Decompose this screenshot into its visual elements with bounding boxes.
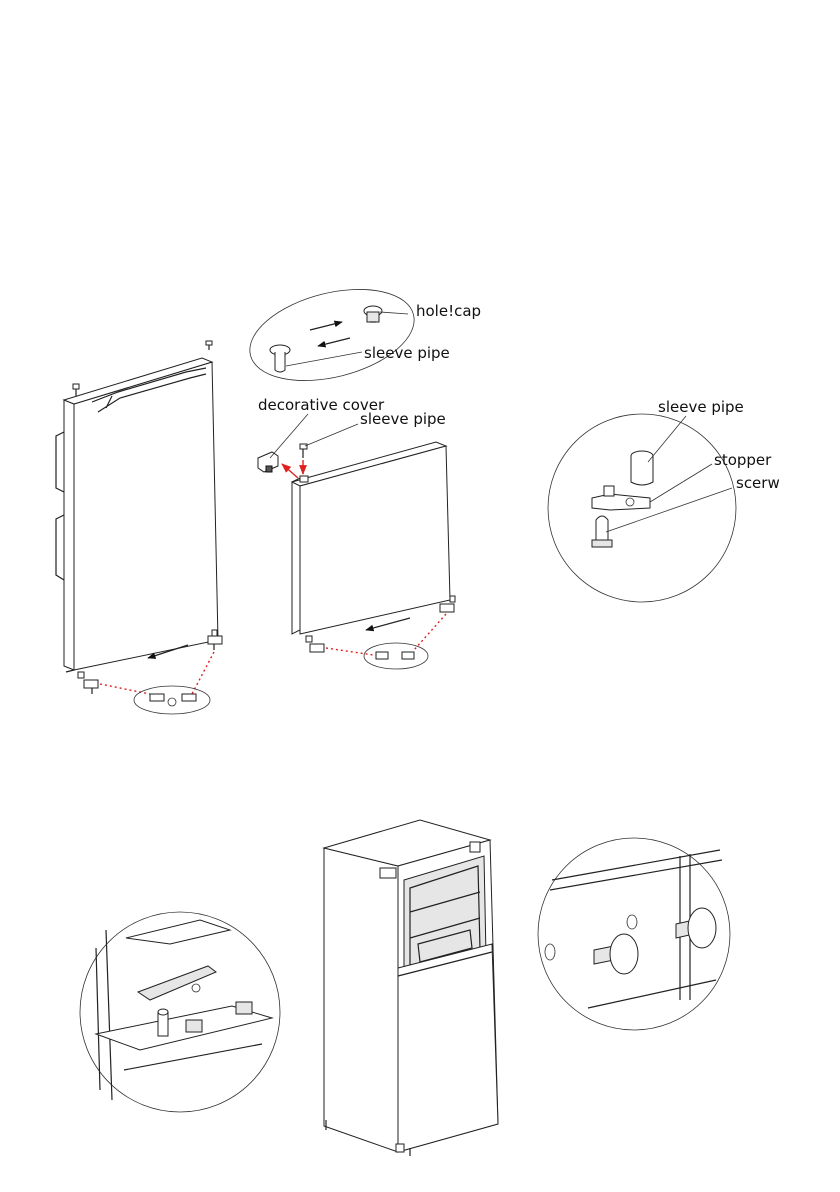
label-hole-cap: hole!cap [416, 302, 481, 320]
decorative-cover-icon [258, 452, 278, 472]
sleeve-pipe-icon [631, 451, 653, 485]
sleeve-pipe-icon [158, 1009, 168, 1036]
hinge-bracket-icon [306, 636, 324, 652]
screw-icon [206, 341, 212, 350]
refrigerator-body [324, 820, 498, 1156]
hinge-part-icon [150, 694, 196, 706]
label-scerw: scerw [736, 474, 780, 492]
label-sleeve-pipe-right: sleeve pipe [658, 398, 744, 416]
hole-cap-icon [364, 306, 382, 322]
hinge-bracket-icon [78, 672, 98, 694]
hinge-part-icon [376, 652, 414, 659]
label-stopper: stopper [714, 451, 772, 469]
hinge-zoom-circle-left [80, 912, 280, 1112]
screw-icon [73, 384, 79, 396]
screw-icon [592, 516, 612, 547]
screw-icon [300, 444, 307, 458]
stopper-icon [592, 486, 650, 510]
small-door [240, 274, 455, 669]
large-door [56, 341, 222, 714]
label-sleeve-pipe-top: sleeve pipe [364, 344, 450, 362]
sleeve-pipe-icon [270, 345, 290, 372]
hinge-zoom-circle-right [538, 838, 730, 1030]
label-sleeve-pipe-mid: sleeve pipe [360, 410, 446, 428]
screw-icon [676, 908, 716, 948]
screw-icon [594, 934, 638, 974]
hinge-detail-circle [548, 414, 736, 602]
